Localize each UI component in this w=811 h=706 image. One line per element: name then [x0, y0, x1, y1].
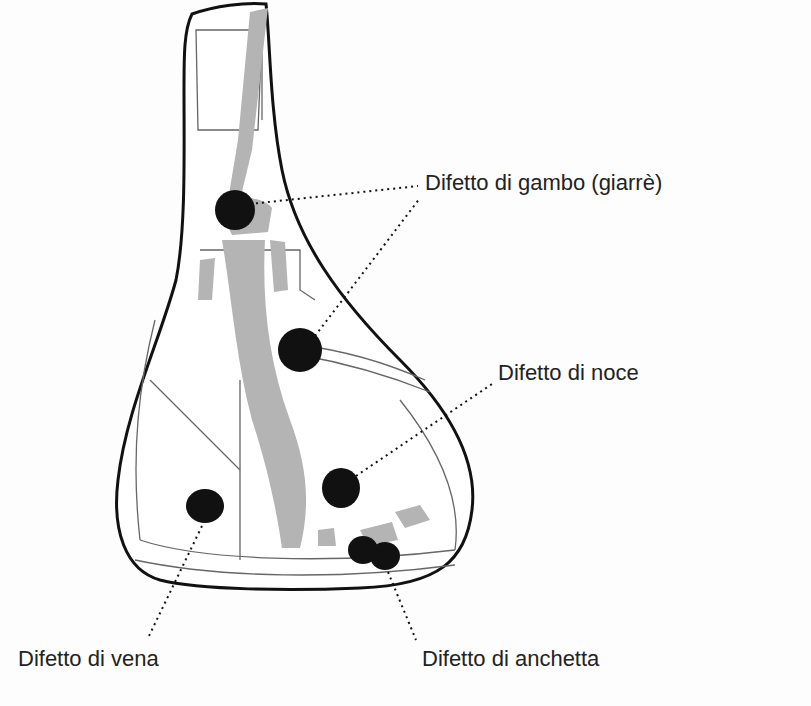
defect-dot: [215, 190, 255, 230]
leader-lines: [148, 186, 492, 640]
leader-line: [315, 198, 420, 336]
leader-line: [250, 186, 418, 204]
leader-line: [148, 526, 202, 638]
defect-label: Difetto di vena: [18, 646, 159, 672]
leader-line: [388, 572, 416, 640]
bones: [198, 8, 430, 548]
inner-contours: [135, 30, 456, 575]
leader-line: [356, 384, 492, 476]
defect-dot: [322, 468, 360, 508]
defect-dot: [370, 542, 400, 570]
ham-outline: [117, 3, 473, 589]
defect-label: Difetto di gambo (giarrè): [425, 170, 662, 196]
defect-dots: [186, 190, 400, 570]
defect-dot: [186, 489, 224, 523]
defect-label: Difetto di noce: [498, 360, 639, 386]
defect-label: Difetto di anchetta: [422, 646, 599, 672]
